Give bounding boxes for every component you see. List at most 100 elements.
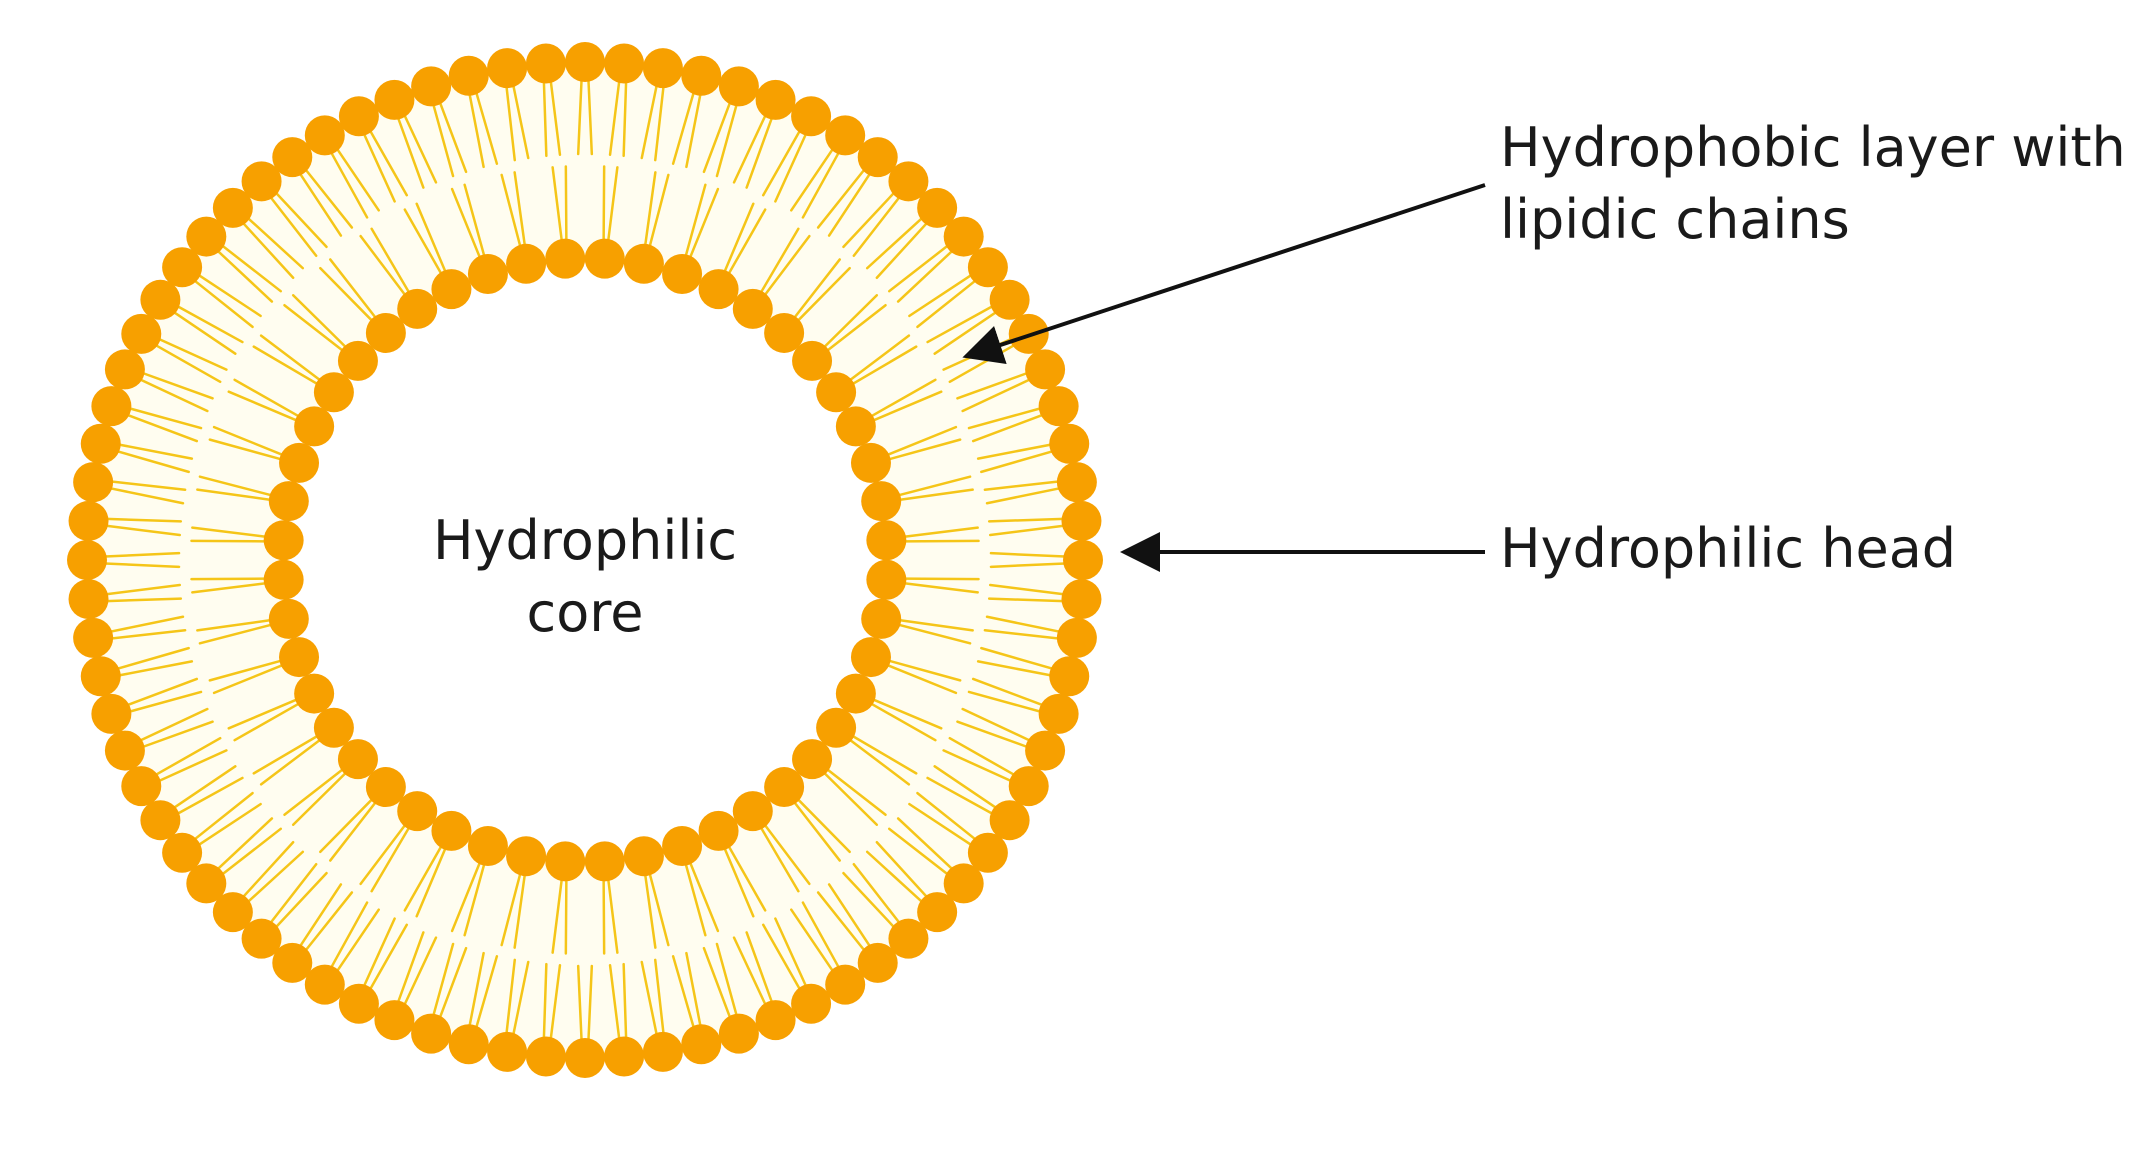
- lipid-tail: [688, 187, 720, 259]
- lipid-tail: [971, 677, 1044, 707]
- lipid-head: [448, 1024, 489, 1065]
- lipid-tail: [103, 562, 181, 569]
- lipid-head: [411, 66, 452, 107]
- lipid-head: [313, 707, 354, 748]
- lipid-tail: [822, 294, 879, 349]
- lipid-tail: [197, 802, 262, 847]
- lipid-tail: [640, 960, 658, 1036]
- lipid-tail: [903, 577, 980, 581]
- lipid-tail: [328, 800, 377, 862]
- lipid-tail: [304, 891, 354, 952]
- lipid-head: [467, 254, 508, 295]
- lipid-head: [1008, 766, 1049, 807]
- lipid-tail: [871, 698, 943, 730]
- lipid-tail: [967, 690, 1042, 713]
- lipid-tail: [908, 802, 973, 847]
- lipid-head: [565, 42, 605, 82]
- lipid-head: [989, 800, 1030, 841]
- lipid-tail: [827, 883, 872, 948]
- lipid-tail: [851, 734, 918, 775]
- lipid-head: [268, 598, 309, 639]
- lipid-head: [272, 942, 313, 983]
- lipid-tail: [916, 279, 977, 329]
- lipid-tail: [475, 955, 499, 1029]
- lipid-tail: [463, 183, 486, 258]
- lipid-head: [121, 766, 162, 807]
- lipid-tail: [505, 958, 517, 1035]
- lipid-tail: [368, 129, 409, 197]
- lipid-tail: [763, 234, 811, 297]
- lipid-tail: [542, 962, 548, 1040]
- lipid-tail: [875, 840, 929, 899]
- lipid-tail: [888, 244, 949, 293]
- lipid-tail: [396, 116, 425, 189]
- lipid-head: [162, 247, 203, 288]
- lipid-tail: [801, 151, 840, 219]
- lipid-head: [857, 942, 898, 983]
- lipid-head: [104, 349, 145, 390]
- lipid-tail: [956, 371, 1029, 400]
- lipid-tail: [671, 955, 695, 1029]
- lipid-tail: [104, 524, 182, 537]
- lipid-head: [565, 1038, 605, 1078]
- lipid-tail: [241, 840, 295, 899]
- lipid-head: [1049, 656, 1090, 697]
- lipid-head: [584, 238, 625, 279]
- lipid-tail: [684, 183, 707, 258]
- lipid-head: [764, 312, 805, 353]
- lipid-tail: [110, 480, 187, 492]
- lipid-tail: [983, 628, 1060, 640]
- lipid-tail: [606, 166, 619, 243]
- lipid-head: [917, 892, 958, 933]
- lipid-tail: [916, 791, 977, 841]
- hydrophilic-head-label: Hydrophilic head: [1500, 517, 1957, 580]
- lipid-tail: [141, 720, 214, 749]
- lipid-head: [1025, 349, 1066, 390]
- lipid-tail: [793, 258, 842, 320]
- lipid-tail: [980, 646, 1054, 670]
- lipid-tail: [403, 113, 438, 184]
- lipid-head: [755, 1000, 796, 1041]
- lipid-tail: [763, 823, 811, 886]
- lipid-head: [545, 841, 586, 882]
- lipid-tail: [154, 736, 222, 777]
- lipid-heads: [67, 42, 1103, 1078]
- lipid-tail: [549, 963, 562, 1041]
- lipid-head: [294, 673, 335, 714]
- lipid-tail: [790, 147, 835, 212]
- hydrophobic-layer-arrow: [962, 183, 1486, 364]
- lipid-tail: [587, 964, 594, 1042]
- lipid-head: [487, 48, 528, 89]
- lipid-tail: [774, 132, 808, 203]
- lipid-tail: [732, 113, 767, 184]
- lipid-head: [1038, 386, 1079, 427]
- lipid-tail: [896, 249, 954, 303]
- lipid-head: [525, 43, 566, 84]
- lipid-tail: [980, 450, 1054, 474]
- lipid-head: [80, 423, 121, 464]
- lipid-head: [241, 161, 282, 202]
- lipid-head: [1063, 540, 1103, 580]
- lipid-head: [448, 55, 489, 96]
- lipid-head: [397, 791, 438, 832]
- lipid-tail: [897, 623, 972, 645]
- lipid-tail: [653, 85, 665, 162]
- lipid-tail: [359, 234, 407, 297]
- lipid-tail: [898, 488, 974, 502]
- lipid-tail: [827, 172, 872, 237]
- lipid-tail: [141, 371, 214, 400]
- lipid-tail: [702, 101, 732, 174]
- lipid-head: [755, 79, 796, 120]
- lipid-tail: [198, 475, 273, 497]
- lipid-head: [791, 983, 832, 1024]
- lipid-tail: [283, 303, 345, 352]
- lipid-head: [732, 288, 773, 329]
- lipid-head: [91, 386, 132, 427]
- lipid-tail: [216, 817, 274, 871]
- lipid-head: [1025, 730, 1066, 771]
- lipid-head: [68, 579, 109, 620]
- lipid-tail: [335, 147, 380, 212]
- lipid-head: [604, 1036, 645, 1077]
- lipid-tail: [851, 345, 918, 386]
- lipid-tail: [403, 208, 443, 276]
